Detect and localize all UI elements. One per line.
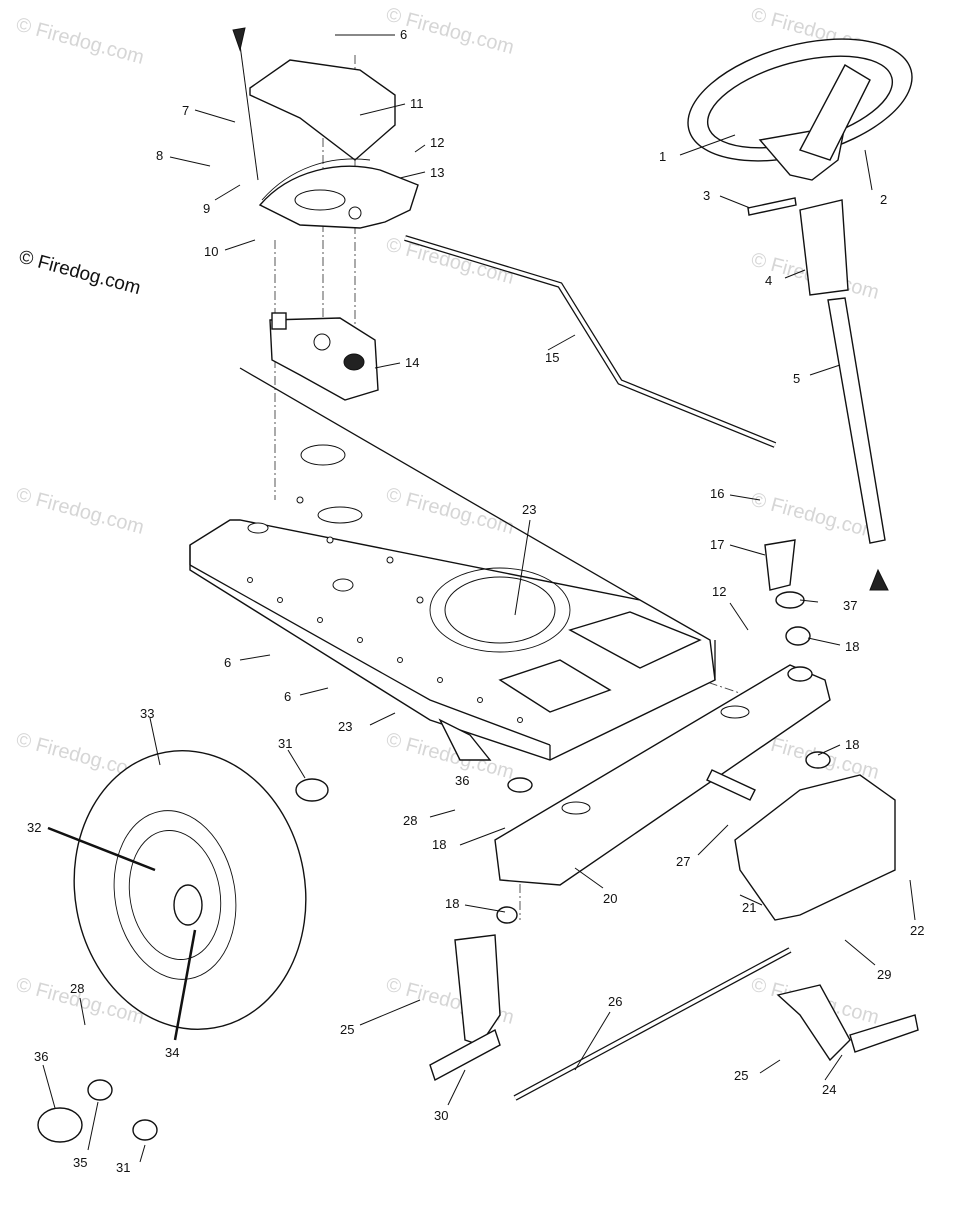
callout-label: 31 (116, 1160, 130, 1175)
leader-lines (42, 34, 916, 1163)
part-14-housing (269, 312, 379, 401)
callout-label: 5 (793, 371, 800, 386)
watermark: © Firedog.com (14, 484, 147, 539)
callout-label: 30 (434, 1108, 448, 1123)
callout-label: 22 (910, 923, 924, 938)
part-31-bushing (295, 778, 329, 802)
callout-label: 6 (224, 655, 231, 670)
watermark: © Firedog.com (14, 14, 147, 69)
callout-label: 29 (877, 967, 891, 982)
callout-label: 28 (403, 813, 417, 828)
assembly-arrow-up (237, 29, 259, 181)
part-31-bushing-lower (132, 1119, 158, 1141)
callout-label: 20 (603, 891, 617, 906)
callout-label: 6 (284, 689, 291, 704)
callout-label: 7 (182, 103, 189, 118)
part-27-spacer (706, 769, 756, 801)
callout-label: 32 (27, 820, 41, 835)
callout-label: 34 (165, 1045, 179, 1060)
part-11-bracket (249, 59, 396, 161)
callout-label: 36 (455, 773, 469, 788)
assembly-centerlines (274, 55, 806, 920)
chassis-frame (189, 367, 716, 761)
callout-label: 21 (742, 900, 756, 915)
watermark: © Firedog.com (384, 234, 517, 289)
callout-label: 11 (410, 96, 424, 111)
part-26-tie-rod-inner (514, 948, 791, 1100)
part-21-axle-bracket (734, 774, 896, 921)
part-1-steering-wheel (687, 38, 913, 181)
callout-label: 18 (845, 737, 859, 752)
part-33-tire (73, 749, 307, 1031)
part-37-bushing (775, 591, 805, 609)
callout-label: 28 (70, 981, 84, 996)
callout-label: 24 (822, 1082, 836, 1097)
callout-label: 17 (710, 537, 724, 552)
callout-label: 23 (522, 502, 536, 517)
callout-label: 23 (338, 719, 352, 734)
callout-label: 35 (73, 1155, 87, 1170)
part-18-bushing-right (805, 751, 831, 769)
callout-label: 31 (278, 736, 292, 751)
part-24-spindle-axle (849, 1014, 919, 1053)
callout-label: 25 (340, 1022, 354, 1037)
watermark: © Firedog.com (384, 484, 517, 539)
part-13-sector-gear (258, 158, 419, 229)
part-20-front-axle (494, 664, 831, 886)
callout-label: 3 (703, 188, 710, 203)
callout-label: 25 (734, 1068, 748, 1083)
part-36-bushing (37, 1107, 83, 1143)
part-24-spindle-right (776, 984, 851, 1062)
part-36-bushing-upper (507, 777, 533, 793)
assembly-arrow-down-head (869, 568, 889, 591)
callout-label: 1 (659, 149, 666, 164)
callout-label: 36 (34, 1049, 48, 1064)
part-18-bushing-lower (496, 906, 518, 924)
callout-label: 8 (156, 148, 163, 163)
callout-label: 6 (400, 27, 407, 42)
part-4-boot (799, 199, 849, 296)
callout-label: 16 (710, 486, 724, 501)
callout-label: 18 (445, 896, 459, 911)
callout-label: 15 (545, 350, 559, 365)
part-30-spindle-axle (429, 1028, 501, 1082)
assembly-arrow-up-head (232, 27, 246, 52)
callout-label: 13 (430, 165, 444, 180)
callout-label: 2 (880, 192, 887, 207)
copyright-text: © Firedog.com (17, 247, 143, 300)
callout-label: 10 (204, 244, 218, 259)
part-18-bushing (785, 626, 811, 646)
part-15-drag-link-inner (404, 236, 776, 447)
part-30-spindle-left (454, 934, 501, 1046)
part-17-pitman-arm (764, 539, 796, 591)
callout-label: 4 (765, 273, 772, 288)
callout-label: 12 (430, 135, 444, 150)
callout-label: 14 (405, 355, 419, 370)
callout-label: 27 (676, 854, 690, 869)
callout-labels: 1 2 3 4 5 6 6 6 7 8 9 10 11 12 12 13 14 … (27, 27, 924, 1175)
callout-label: 18 (432, 837, 446, 852)
callout-label: 37 (843, 598, 857, 613)
part-5-steering-shaft (827, 297, 886, 544)
part-3-bolt (747, 197, 797, 216)
callout-label: 9 (203, 201, 210, 216)
callout-label: 12 (712, 584, 726, 599)
callout-label: 33 (140, 706, 154, 721)
part-35-washer (87, 1079, 113, 1101)
callout-label: 18 (845, 639, 859, 654)
callout-label: 26 (608, 994, 622, 1009)
